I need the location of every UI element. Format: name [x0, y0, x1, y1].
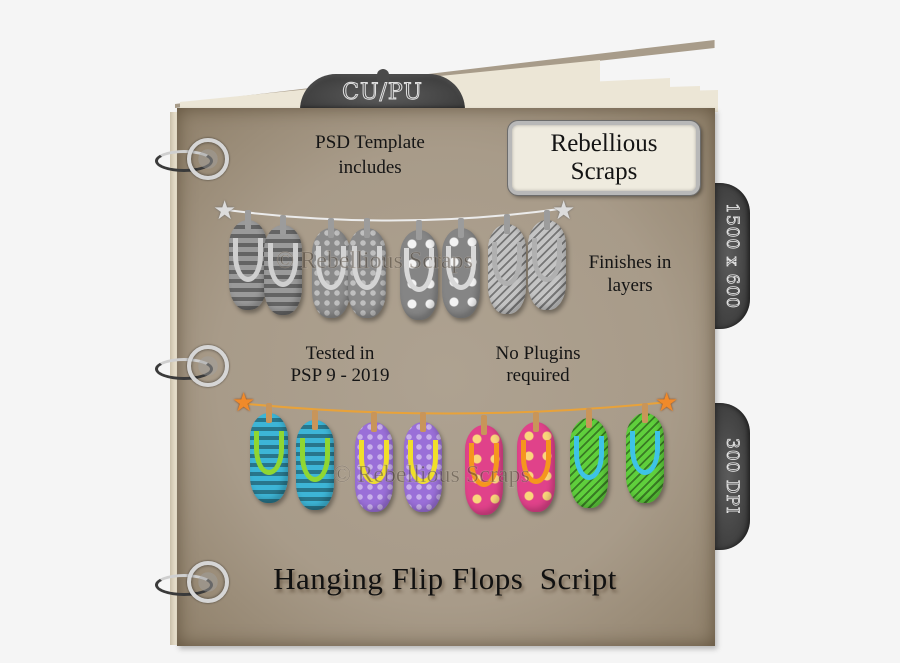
flip-flop-dots [404, 412, 442, 512]
flip-flop-strap [404, 248, 434, 292]
flip-flop-strap [574, 436, 604, 480]
tab-dpi-label: 300 DPI [722, 438, 743, 515]
flip-flop-leaves [488, 214, 526, 314]
flip-flop-strap [268, 243, 298, 287]
star-icon: ★ [552, 196, 576, 225]
feature-finishes-line2: layers [607, 275, 653, 296]
starfish-icon: ★ [655, 388, 679, 417]
clothespin-icon [420, 412, 426, 432]
clothespin-icon [544, 210, 550, 230]
flip-flop-stripes [264, 215, 302, 315]
clothespin-icon [586, 408, 592, 428]
feature-psd-template-line2: includes [338, 157, 402, 178]
star-icon: ★ [213, 196, 237, 225]
flip-flop-strap [408, 440, 438, 484]
flip-flop-stripes [296, 410, 334, 510]
flip-flop-stripes [229, 210, 267, 310]
flip-flop-strap [233, 238, 263, 282]
clothespin-icon [280, 215, 286, 235]
binder-ring-icon [187, 345, 229, 387]
flip-flop-dots [312, 218, 350, 318]
clothespin-icon [266, 403, 272, 423]
product-title: Hanging Flip Flops Script [273, 561, 617, 596]
feature-plugins-line2: required [506, 365, 570, 386]
brand-name-line1: Rebellious [550, 130, 658, 157]
clothespin-icon [416, 220, 422, 240]
feature-plugins-line1: No Plugins [495, 343, 581, 364]
tab-cu-pu: CU/PU [300, 69, 465, 110]
clothespin-icon [533, 412, 539, 432]
tab-dimensions-label: 1500 x 600 [722, 202, 743, 310]
clothespin-icon [481, 415, 487, 435]
tab-cu-pu-label: CU/PU [342, 79, 423, 105]
clothespin-icon [312, 410, 318, 430]
flip-flop-hibiscus [465, 415, 503, 515]
watermark: © Rebellious Scraps [276, 248, 473, 275]
flip-flop-strap [492, 242, 522, 286]
flip-flop-strap [254, 431, 284, 475]
flip-flop-strap [359, 440, 389, 484]
flip-flop-leaves [570, 408, 608, 508]
clothespin-icon [245, 210, 251, 230]
flip-flop-leaves [626, 403, 664, 503]
tab-dpi: 300 DPI [714, 403, 750, 550]
feature-plugins: No Plugins required [468, 343, 608, 387]
clothespin-icon [328, 218, 334, 238]
flip-flop-strap [469, 443, 499, 487]
clothespin-icon [364, 218, 370, 238]
flip-flop-leaves [528, 210, 566, 310]
brand-name-line2: Scraps [570, 158, 638, 185]
clothespin-icon [458, 218, 464, 238]
clothespin-icon [371, 412, 377, 432]
feature-psd-template-line1: PSD Template [315, 132, 425, 153]
flip-flop-strap [532, 238, 562, 282]
flip-flop-stripes [250, 403, 288, 503]
flip-flop-strap [300, 438, 330, 482]
feature-tested: Tested in PSP 9 - 2019 [270, 343, 410, 387]
book-cover [177, 108, 715, 646]
watermark: © Rebellious Scraps [333, 462, 530, 489]
flip-flop-dots [348, 218, 386, 318]
flip-flop-strap [316, 246, 346, 290]
flip-flop-strap [446, 246, 476, 290]
feature-finishes: Finishes in layers [565, 252, 695, 297]
flip-flop-strap [352, 246, 382, 290]
tab-dimensions: 1500 x 600 [714, 183, 750, 329]
flip-flop-strap [521, 440, 551, 484]
clothesline-string [247, 401, 669, 415]
clothespin-icon [504, 214, 510, 234]
feature-tested-line2: PSP 9 - 2019 [290, 365, 390, 386]
clothespin-icon [642, 403, 648, 423]
flip-flop-hibiscus [442, 218, 480, 318]
clothesline-string [226, 207, 568, 222]
starfish-icon: ★ [232, 388, 256, 417]
feature-tested-line1: Tested in [305, 343, 375, 364]
flip-flop-hibiscus [517, 412, 555, 512]
binder-ring-icon [187, 561, 229, 603]
flip-flop-hibiscus [400, 220, 438, 320]
brand-plaque: Rebellious Scraps [507, 120, 701, 196]
binder-ring-icon [187, 138, 229, 180]
feature-psd-template: PSD Template includes [280, 132, 460, 179]
flip-flop-strap [630, 431, 660, 475]
feature-finishes-line1: Finishes in [588, 252, 672, 273]
flip-flop-dots [355, 412, 393, 512]
